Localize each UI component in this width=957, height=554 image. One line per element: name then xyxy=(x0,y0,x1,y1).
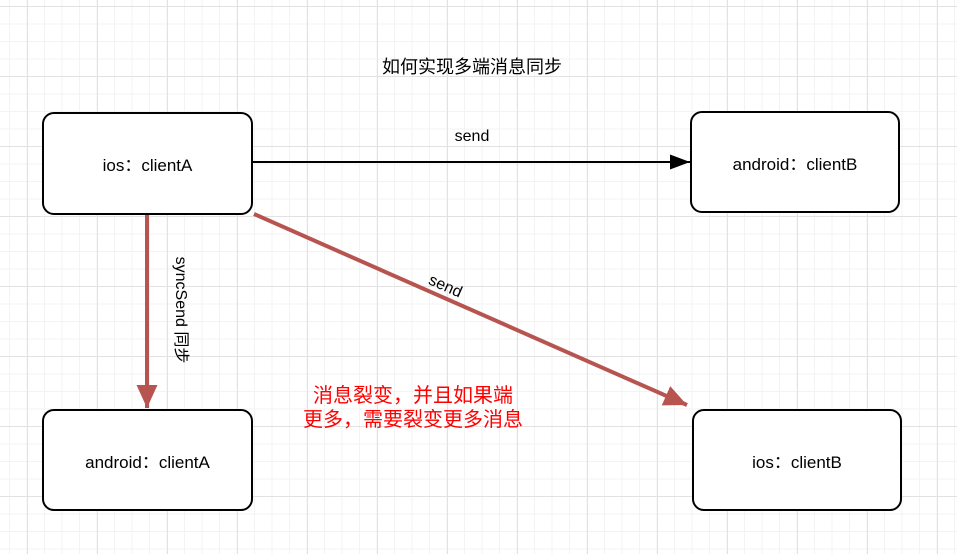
annotation-line-2: 更多，需要裂变更多消息 xyxy=(303,409,523,431)
node-ios-clienta-label: ios：clientA xyxy=(102,156,193,175)
edge-label-send-horizontal: send xyxy=(454,128,490,145)
annotation-message-fission: 消息裂变，并且如果端 更多，需要裂变更多消息 xyxy=(303,384,523,432)
node-ios-clientb-label: ios：clientB xyxy=(752,452,842,472)
node-android-clientb[interactable]: android：clientB xyxy=(690,111,900,213)
node-ios-clienta[interactable]: ios：clientA xyxy=(42,112,253,215)
node-ios-clientb[interactable]: ios：clientB xyxy=(692,409,902,511)
node-android-clienta-label: android：clientA xyxy=(85,452,210,472)
node-android-clientb-label: android：clientB xyxy=(732,154,858,174)
edge-label-syncsend: syncSend 同步 xyxy=(172,256,189,364)
node-android-clienta[interactable]: android：clientA xyxy=(42,409,253,511)
diagram-title: 如何实现多端消息同步 xyxy=(382,57,562,77)
annotation-line-1: 消息裂变，并且如果端 xyxy=(313,385,513,407)
edge-send-diagonal[interactable] xyxy=(253,212,688,407)
